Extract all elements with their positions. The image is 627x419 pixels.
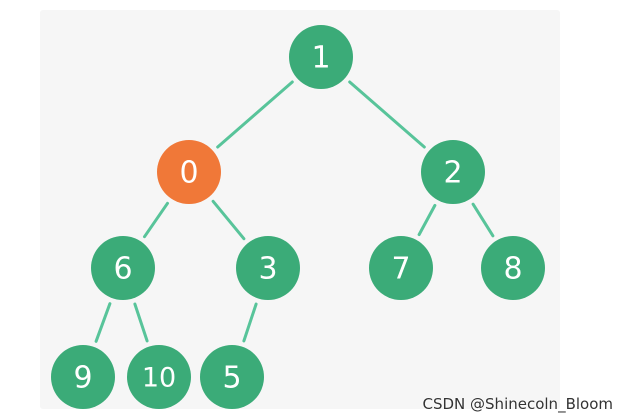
node-circle [236,236,300,300]
tree-edge-n3-n5 [242,302,258,343]
node-label: 3 [258,252,277,287]
node-circle [481,236,545,300]
tree-node-6: 6 [91,236,155,300]
tree-node-5: 5 [200,345,264,409]
tree-edges [94,80,495,343]
tree-edge-n0-n6 [143,201,169,239]
node-label: 9 [73,361,92,396]
watermark-text: CSDN @Shinecoln_Bloom [422,395,614,413]
tree-node-8: 8 [481,236,545,300]
node-circle [127,345,191,409]
node-circle [91,236,155,300]
node-circle [51,345,115,409]
highlighted-node-circle [157,140,221,204]
node-label: 8 [503,252,522,287]
node-circle [369,236,433,300]
tree-node-10: 10 [127,345,191,409]
tree-node-3: 3 [236,236,300,300]
node-label: 1 [311,41,330,76]
node-label: 5 [222,361,241,396]
node-circle [289,25,353,89]
tree-edge-n2-n8 [471,202,495,238]
tree-node-9: 9 [51,345,115,409]
node-label: 10 [142,363,176,394]
tree-node-1: 1 [289,25,353,89]
tree-edge-n1-n2 [348,80,426,149]
node-label: 7 [391,252,410,287]
tree-node-7: 7 [369,236,433,300]
tree-node-2: 2 [421,140,485,204]
tree-edge-n0-n3 [211,199,246,241]
node-label: 6 [113,252,132,287]
tree-edge-n6-n9 [94,302,112,343]
node-circle [421,140,485,204]
node-label: 0 [179,156,198,191]
tree-edge-n6-n10 [133,302,149,343]
tree-edge-n2-n7 [417,203,437,237]
tree-edge-n1-n0 [216,80,294,149]
node-circle [200,345,264,409]
tree-node-0: 0 [157,140,221,204]
node-label: 2 [443,156,462,191]
